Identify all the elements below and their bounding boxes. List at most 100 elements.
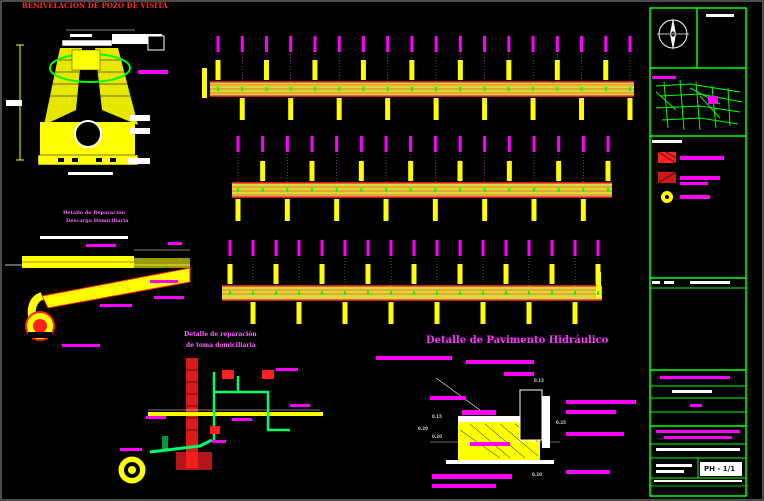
manhole-marker-down	[482, 199, 488, 221]
profile-node-mark	[435, 87, 438, 91]
profile-strip-3	[222, 272, 602, 301]
discharge-title-line2: Descarga Domiciliaria	[66, 218, 129, 224]
station-label-mark	[458, 136, 462, 152]
station-label-mark	[320, 240, 324, 256]
station-label-mark	[580, 36, 584, 52]
profile-node-mark	[551, 291, 553, 295]
station-label-mark	[384, 136, 388, 152]
profile-node-mark	[237, 188, 239, 192]
manhole-marker-up	[260, 161, 266, 181]
manhole-marker-up	[319, 264, 325, 284]
station-label-mark	[216, 36, 220, 52]
station-label-mark	[313, 36, 317, 52]
well-detail-title: RENIVELACION DE POZO DE VISITA	[22, 1, 168, 10]
profile-node-mark	[289, 87, 292, 91]
manhole-marker-up	[312, 60, 318, 80]
manhole-marker-down	[383, 199, 389, 221]
profile-node-mark	[582, 188, 585, 192]
profile-node-mark	[528, 291, 530, 295]
tap-title-line1: Detalle de reparación	[184, 331, 257, 338]
profile-strip-1	[202, 68, 634, 98]
station-label-mark	[240, 36, 244, 52]
profile-node-mark	[390, 291, 392, 295]
manhole-marker-down	[434, 302, 440, 324]
station-label-mark	[531, 36, 535, 52]
station-label-mark	[433, 136, 437, 152]
manhole-marker-up	[358, 161, 364, 181]
profile-node-mark	[557, 188, 560, 192]
profile-node-mark	[597, 291, 599, 295]
profile-node-mark	[217, 87, 219, 91]
profile-node-mark	[482, 291, 484, 295]
manhole-marker-down	[627, 98, 633, 120]
station-label-mark	[343, 240, 347, 256]
dim-label: 0.20	[432, 434, 442, 439]
profile-node-mark	[574, 291, 576, 295]
station-label-mark	[389, 240, 393, 256]
manhole-marker-up	[595, 264, 601, 284]
manhole-marker-up	[263, 60, 269, 80]
station-label-mark	[289, 36, 293, 52]
station-label-mark	[532, 136, 536, 152]
station-label-mark	[458, 36, 462, 52]
manhole-marker-down	[482, 98, 488, 120]
manhole-marker-up	[457, 161, 463, 181]
station-label-mark	[264, 36, 268, 52]
profile-node-mark	[604, 87, 607, 91]
station-label-mark	[507, 136, 511, 152]
station-label-mark	[337, 36, 341, 52]
station-label-mark	[261, 136, 265, 152]
profile-node-mark	[321, 291, 323, 295]
manhole-marker-down	[530, 98, 536, 120]
profile-node-mark	[533, 188, 535, 192]
tap-repair-detail	[117, 358, 323, 485]
manhole-marker-up	[457, 60, 463, 80]
manhole-marker-up	[227, 264, 233, 284]
location-map-icon	[652, 76, 743, 131]
manhole-marker-up	[503, 264, 509, 284]
manhole-marker-up	[605, 161, 611, 181]
manhole-marker-down	[250, 302, 256, 324]
station-label-mark	[228, 240, 232, 256]
manhole-marker-down	[526, 302, 532, 324]
station-label-mark	[527, 240, 531, 256]
profile-node-mark	[367, 291, 369, 295]
station-label-mark	[606, 136, 610, 152]
manhole-marker-up	[506, 161, 512, 181]
profile-node-mark	[409, 188, 412, 192]
profile-node-mark	[505, 291, 507, 295]
profile-node-mark	[313, 87, 316, 91]
sheet-code: PH - 1/1	[704, 465, 736, 473]
manhole-marker-up	[411, 264, 417, 284]
station-label-mark	[297, 240, 301, 256]
manhole-marker-down	[235, 199, 241, 221]
profile-node-mark	[580, 87, 583, 91]
manhole-marker-down	[288, 98, 294, 120]
station-label-mark	[236, 136, 240, 152]
pavement-detail	[376, 356, 636, 488]
station-label-mark	[361, 36, 365, 52]
north-arrow-icon	[657, 18, 689, 50]
station-label-mark	[434, 36, 438, 52]
station-label-mark	[251, 240, 255, 256]
station-label-mark	[435, 240, 439, 256]
title-block	[649, 7, 747, 497]
discharge-repair-detail	[5, 236, 191, 347]
dim-label: 0.15	[534, 378, 544, 383]
manhole-marker-down	[579, 98, 585, 120]
station-label-mark	[274, 240, 278, 256]
profile-node-mark	[436, 291, 438, 295]
manhole-marker-down	[580, 199, 586, 221]
manhole-marker-down	[432, 199, 438, 221]
manhole-marker-up	[556, 161, 562, 181]
manhole-marker-up	[360, 60, 366, 80]
station-label-mark	[335, 136, 339, 152]
station-label-mark	[410, 36, 414, 52]
station-label-mark	[581, 136, 585, 152]
profile-node-mark	[229, 291, 231, 295]
profile-node-mark	[459, 87, 462, 91]
station-label-mark	[550, 240, 554, 256]
tap-title-line2: de toma domiciliaria	[186, 342, 256, 349]
station-label-mark	[628, 36, 632, 52]
profile-node-mark	[286, 188, 289, 192]
